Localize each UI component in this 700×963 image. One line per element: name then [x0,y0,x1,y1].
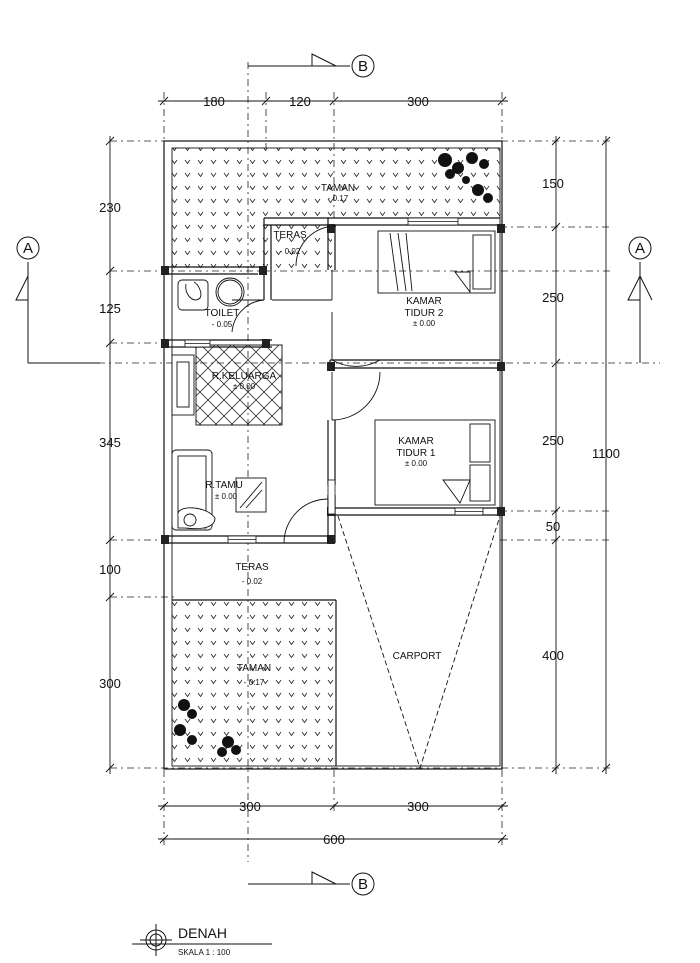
walls [164,217,500,766]
toilet-fixtures [177,277,245,311]
windows [184,217,484,544]
bed-2 [377,230,496,294]
elev-tamu: ± 0.00 [215,492,238,501]
elev-toilet: - 0.05 [212,320,233,329]
sofa-set [171,449,267,531]
dim-top-1: 180 [203,94,225,109]
elev-kamar2: ± 0.00 [413,319,436,328]
room-taman-bottom: TAMAN [237,663,271,674]
doors [231,225,381,544]
room-toilet: TOILET [205,308,240,319]
section-marker-a-right [627,236,653,363]
dim-left-4: 100 [99,562,121,577]
dim-right-3: 250 [542,433,564,448]
room-kamar1-line2: TIDUR 1 [397,448,436,459]
plant-icon [438,152,493,203]
room-kamar1-line1: KAMAR [398,436,434,447]
plant-icon [174,699,241,757]
plan-scale: SKALA 1 : 100 [178,948,231,957]
dim-top-2: 120 [289,94,311,109]
section-marker-b-bottom [248,871,375,896]
room-teras-bottom: TERAS [235,562,269,573]
elev-kamar1: ± 0.00 [405,459,428,468]
section-marker-a-left [15,236,100,364]
carport-outline [337,515,501,770]
elev-teras-top: - 0.02 [280,247,301,256]
room-keluarga: R.KELUARGA [212,371,277,382]
elev-taman-top: - 0.17 [328,194,349,203]
dim-bottom-2: 300 [407,799,429,814]
dim-right-5: 400 [542,648,564,663]
dim-top-3: 300 [407,94,429,109]
elev-keluarga: ± 0.00 [233,382,256,391]
dim-left-2: 125 [99,301,121,316]
elev-teras-bottom: - 0.02 [242,577,263,586]
title-symbol [132,924,272,956]
section-a-right-label: A [635,240,645,257]
dim-bottom-1: 300 [239,799,261,814]
section-marker-b-top [248,53,375,78]
bed-1 [374,419,496,506]
room-taman-top: TAMAN [321,183,355,194]
dim-left-5: 300 [99,676,121,691]
section-b-top-label: B [358,58,368,75]
room-teras-top: TERAS [273,230,307,241]
dim-left-3: 345 [99,435,121,450]
plan-title: DENAH [178,925,227,941]
dim-right-1: 150 [542,176,564,191]
dim-right-total: 1100 [592,446,620,461]
room-tamu: R.TAMU [205,480,243,491]
dim-right-2: 250 [542,290,564,305]
room-kamar2-line2: TIDUR 2 [405,308,444,319]
dim-right-4: 50 [546,519,560,534]
tv-cabinet [171,354,195,416]
room-carport: CARPORT [393,651,442,662]
section-a-left-label: A [23,240,33,257]
dim-left-1: 230 [99,200,121,215]
section-b-bottom-label: B [358,876,368,893]
dimension-lines [105,96,611,844]
dim-bottom-total: 600 [323,832,345,847]
plant-icons [174,152,493,757]
room-kamar2-line1: KAMAR [406,296,442,307]
elev-taman-bottom: - 0.17 [244,678,265,687]
grid-lines [30,62,660,862]
garden-hatch-areas [172,148,500,765]
